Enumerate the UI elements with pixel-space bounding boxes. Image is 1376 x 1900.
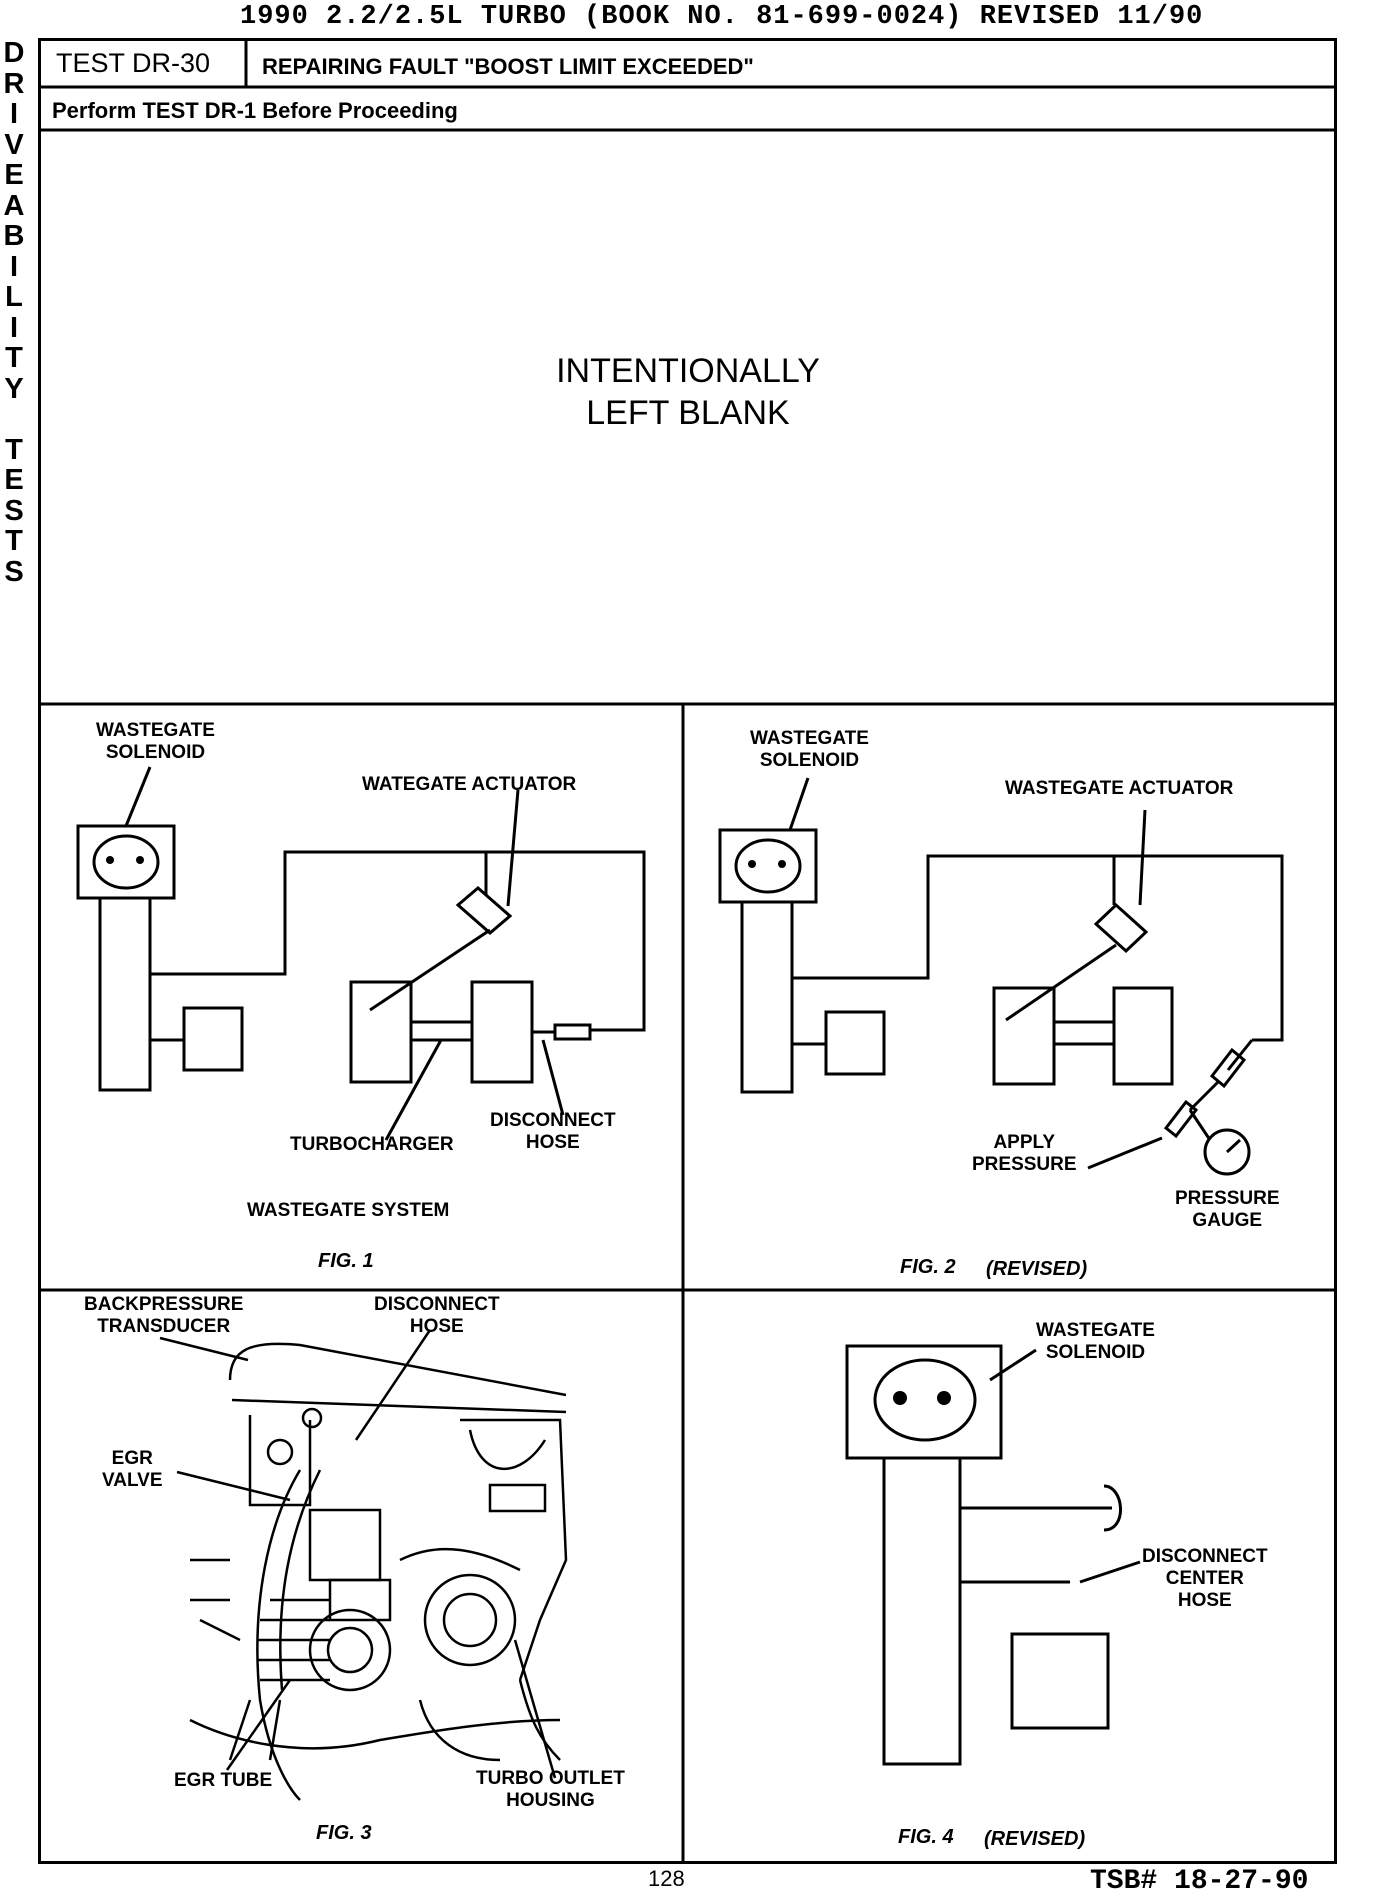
fig3-turbo-outlet-label: TURBO OUTLET HOUSING [476,1768,625,1812]
side-tab-letter: R [3,67,25,100]
side-tab-letter: E [4,159,24,191]
fig1-solenoid-label-line1: WASTEGATE [96,720,215,741]
fig3-egr-valve-label-line1: EGR [111,1448,153,1469]
fig1-hose-fitting [553,1023,592,1041]
side-tab-letter: A [3,189,25,222]
fig1-solenoid-connector [92,834,160,890]
side-tab-letter: L [5,281,23,313]
fig4-solenoid-body [882,1456,962,1766]
side-tab-letter: D [3,37,25,69]
fig3-hose-label: DISCONNECT HOSE [374,1294,500,1338]
fig3-hose-label-line1: DISCONNECT [374,1294,500,1315]
fig3-egr-tube-label: EGR TUBE [174,1770,273,1791]
fig4-diagram [845,1344,1141,1766]
fig2-pressure-gauge [1203,1128,1251,1176]
intentionally-blank-notice: INTENTIONALLY LEFT BLANK [40,350,1336,434]
fig1-turbocharger-label: TURBOCHARGER [290,1134,454,1155]
fig2-gauge-label-line2: GAUGE [1192,1210,1263,1231]
fig4-solenoid-label: WASTEGATE SOLENOID [1036,1320,1155,1364]
test-prerequisite: Perform TEST DR-1 Before Proceeding [52,98,458,123]
fig1-hose-label: DISCONNECT HOSE [490,1110,616,1154]
fig2-turbo-left [992,986,1056,1086]
fig1-solenoid-label-line2: SOLENOID [105,742,206,763]
fig2-gauge-label: PRESSURE GAUGE [1175,1188,1280,1232]
side-tab-letter: Y [4,372,24,405]
fig4-solenoid-label-line2: SOLENOID [1045,1342,1146,1363]
fig1-diagram [76,766,646,1141]
fig2-solenoid-label-line2: SOLENOID [759,750,860,771]
fig4-revised: (REVISED) [984,1828,1086,1850]
tsb-number: TSB# 18-27-90 [1090,1866,1309,1897]
fig2-turbo-right [1112,986,1174,1086]
fig2-gauge-fitting [1163,1099,1199,1139]
fig1-solenoid-body [98,896,152,1092]
fig4-hose-label-line2: CENTER [1165,1568,1244,1589]
fig3-egr-valve-label-line2: VALVE [102,1470,163,1491]
fig2-solenoid-body [740,900,794,1094]
page-frame [38,38,1337,1864]
fig3-outlet-label-line2: HOUSING [506,1790,595,1811]
fig2-actuator-label: WASTEGATE ACTUATOR [1005,778,1234,799]
side-tab-letter: T [5,342,23,374]
side-tab-letter: T [5,433,23,466]
blank-line-2: LEFT BLANK [586,394,790,432]
fig2-apply-pressure-label: APPLY PRESSURE [972,1132,1077,1176]
blank-line-1: INTENTIONALLY [556,352,820,390]
fig2-revised: (REVISED) [986,1258,1088,1280]
side-tab-letter: I [9,311,19,344]
fig1-actuator-label: WATEGATE ACTUATOR [362,774,577,795]
fig2-caption: FIG. 2 [900,1256,956,1278]
fig3-caption: FIG. 3 [316,1822,372,1844]
fig3-engine-illustration [159,1329,568,1801]
fig4-box [1010,1632,1110,1730]
side-tab-letter: I [9,250,19,283]
fig1-box [182,1006,244,1072]
fig3-egr-valve-label: EGR VALVE [102,1448,163,1492]
fig4-hose-label-line3: HOSE [1177,1590,1232,1611]
fig4-hose-label: DISCONNECT CENTER HOSE [1142,1546,1268,1612]
fig2-box [824,1010,886,1076]
fig1-turbo-left [349,980,413,1084]
fig3-backpressure-label-line1: BACKPRESSURE [84,1294,244,1315]
fig2-gauge-label-line1: PRESSURE [1175,1188,1280,1209]
test-id: TEST DR-30 [56,48,211,78]
fig2-apply-label-line2: PRESSURE [972,1154,1077,1175]
fig4-open-hose [1103,1484,1122,1532]
fig2-solenoid-label: WASTEGATE SOLENOID [750,728,869,772]
side-tab-letter: S [4,494,24,527]
fig2-diagram [718,777,1284,1176]
fig1-turbo-right [470,980,534,1084]
fig3-hose-label-line2: HOSE [409,1316,464,1337]
fig1-caption: FIG. 1 [318,1250,374,1272]
fig1-hose-label-line2: HOSE [525,1132,580,1153]
fig2-solenoid-label-line1: WASTEGATE [750,728,869,749]
fig2-solenoid-connector [734,838,802,894]
fig2-actuator [1093,902,1149,954]
fig3-outlet-label-line1: TURBO OUTLET [476,1768,625,1789]
fig3-backpressure-label-line2: TRANSDUCER [97,1316,231,1337]
fig4-hose-label-line1: DISCONNECT [1142,1546,1268,1567]
fig1-solenoid-label: WASTEGATE SOLENOID [96,720,215,764]
document-header: 1990 2.2/2.5L TURBO (BOOK NO. 81-699-002… [240,2,1204,32]
side-tab-letter: E [4,464,24,496]
fig1-actuator [455,886,513,935]
side-tab-letter: T [5,525,23,557]
fig2-apply-label-line1: APPLY [993,1132,1056,1153]
fig3-backpressure-label: BACKPRESSURE TRANSDUCER [84,1294,243,1338]
side-tab-letter: I [9,98,19,130]
side-tab-letter: V [4,128,24,161]
test-title: REPAIRING FAULT "BOOST LIMIT EXCEEDED" [262,54,754,79]
page-number: 128 [648,1866,685,1891]
fig1-hose-label-line1: DISCONNECT [490,1110,616,1131]
fig4-solenoid-label-line1: WASTEGATE [1036,1320,1155,1341]
side-tab-letter: S [4,555,24,588]
fig4-caption: FIG. 4 [898,1826,954,1848]
fig2-hose-fitting [1209,1047,1247,1089]
fig1-system-label: WASTEGATE SYSTEM [247,1200,450,1221]
fig4-solenoid-connector [873,1358,977,1442]
side-tab-letter: B [3,220,25,252]
